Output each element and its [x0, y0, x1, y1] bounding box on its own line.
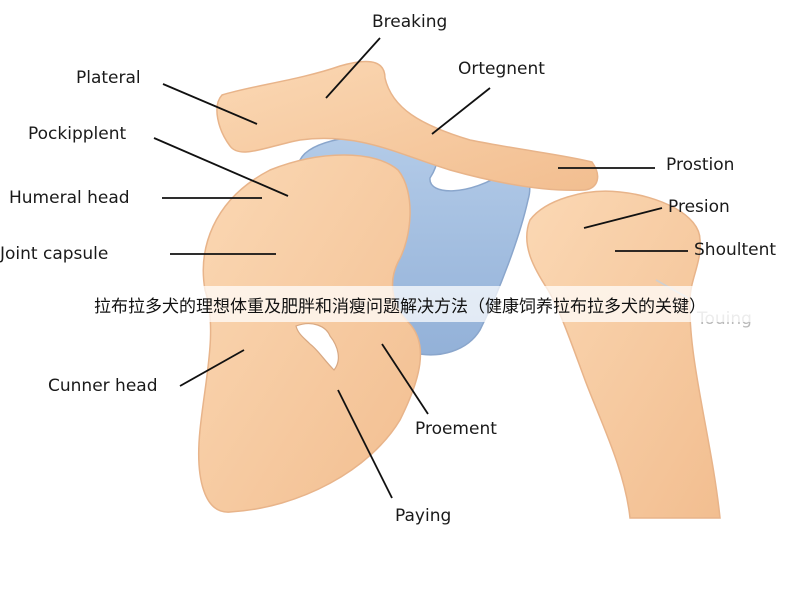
- leader-line-plateral: [162, 83, 258, 125]
- label-joint-capsule: Joint capsule: [0, 244, 109, 264]
- bone-notch-shape: [295, 323, 339, 371]
- leader-line-breaking: [325, 37, 381, 99]
- caption-text: 拉布拉多犬的理想体重及肥胖和消瘦问题解决方法（健康饲养拉布拉多犬的关键）: [94, 297, 706, 317]
- label-humeral-head: Humeral head: [9, 188, 130, 208]
- label-proement: Proement: [415, 419, 497, 439]
- label-breaking: Breaking: [372, 12, 448, 32]
- acromion-shape: [216, 60, 599, 192]
- leader-line-paying: [337, 389, 393, 499]
- leader-line-presion: [583, 207, 663, 229]
- label-plateral: Plateral: [76, 68, 141, 88]
- label-ortegnent: Ortegnent: [458, 59, 545, 79]
- label-shoultent: Shoultent: [694, 240, 777, 260]
- label-paying: Paying: [395, 506, 452, 526]
- leader-line-proement: [381, 343, 429, 415]
- leader-lines: [153, 37, 689, 499]
- label-prostion: Prostion: [666, 155, 735, 175]
- label-presion: Presion: [668, 197, 730, 217]
- leader-line-ortegnent: [431, 87, 491, 135]
- label-pockipplent: Pockipplent: [28, 124, 127, 144]
- leader-line-cunner-head: [179, 349, 245, 387]
- right-arm-bone-shape: [525, 190, 721, 519]
- caption-banner: [0, 286, 800, 322]
- leader-line-pockipplent: [153, 137, 289, 197]
- label-cunner-head: Cunner head: [48, 376, 158, 396]
